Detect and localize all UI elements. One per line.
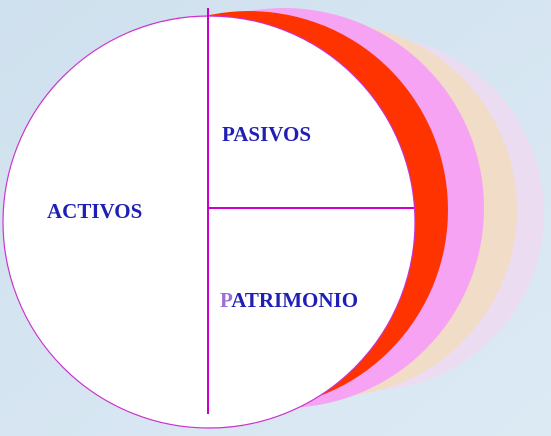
activos-label: ACTIVOS xyxy=(47,199,142,223)
patrimonio-label: PATRIMONIO xyxy=(220,288,358,312)
pasivos-label: PASIVOS xyxy=(222,122,311,146)
patrimonio-initial: P xyxy=(220,288,233,312)
patrimonio-rest: ATRIMONIO xyxy=(231,288,358,312)
